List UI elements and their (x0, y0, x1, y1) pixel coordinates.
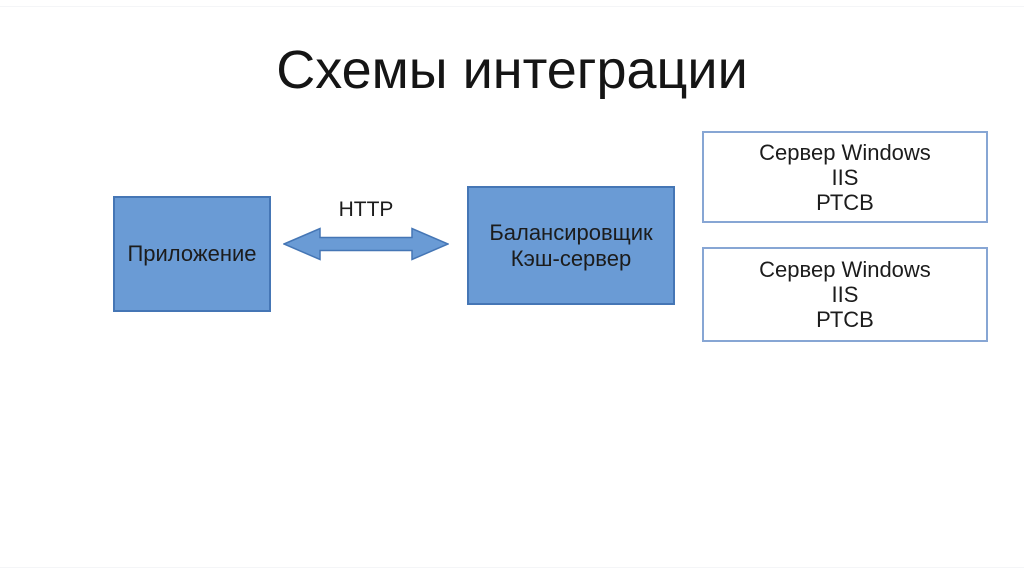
slide-title: Схемы интеграции (276, 40, 748, 100)
slide-edge-top (0, 6, 1024, 7)
node-server-2: Сервер Windows IIS РТСВ (702, 247, 988, 342)
node-server-1: Сервер Windows IIS РТСВ (702, 131, 988, 223)
double-arrow-icon (283, 227, 449, 261)
node-server-line: Сервер Windows (759, 257, 931, 282)
node-server-line: РТСВ (816, 189, 874, 215)
node-balancer-line: Балансировщик (489, 219, 653, 245)
node-application-label: Приложение (127, 241, 257, 266)
node-server-line: IIS (831, 164, 859, 190)
node-server-line: IIS (831, 282, 859, 307)
node-server-line: Сервер Windows (759, 139, 931, 165)
node-application: Приложение (113, 196, 271, 312)
node-balancer-line: Кэш-сервер (510, 245, 632, 271)
node-server-line: РТСВ (816, 307, 874, 332)
node-balancer: Балансировщик Кэш-сервер (467, 186, 675, 305)
slide-edge-bottom (0, 567, 1024, 568)
http-link-label: HTTP (338, 198, 394, 221)
